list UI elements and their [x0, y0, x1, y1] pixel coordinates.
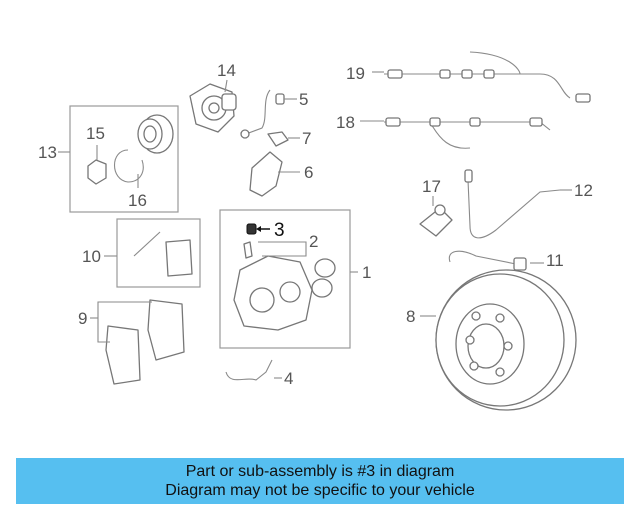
banner-line-1: Part or sub-assembly is #3 in diagram [185, 463, 455, 480]
banner-line-2: Diagram may not be specific to your vehi… [165, 482, 475, 499]
callout-8: 8 [406, 307, 415, 326]
brake-pad-hardware-group-box [116, 218, 201, 288]
callout-10: 10 [82, 247, 101, 266]
callout-12: 12 [574, 181, 593, 200]
hub-nut [87, 159, 107, 185]
clip [267, 131, 289, 147]
brake-pads [105, 299, 185, 385]
caliper [233, 255, 313, 331]
wheel-bearing-group-box [69, 105, 179, 213]
brake-line [225, 359, 273, 381]
bleeder-cap-part-3 [246, 223, 257, 235]
callout-17: 17 [422, 177, 441, 196]
callout-4: 4 [284, 369, 293, 388]
abs-sensor [419, 204, 453, 237]
brake-hose-bracket [240, 89, 285, 139]
brake-parts-diagram: 1 2 3 4 5 6 7 8 9 10 11 12 13 14 15 16 1… [38, 51, 593, 411]
wear-sensor-18 [384, 117, 551, 149]
caliper-bracket [249, 151, 283, 197]
piston-seals [311, 258, 336, 298]
callout-6: 6 [304, 163, 313, 182]
callout-5: 5 [299, 90, 308, 109]
wear-sensor-19 [384, 51, 591, 103]
abs-sensor-cable [448, 250, 517, 265]
callout-7: 7 [302, 129, 311, 148]
callout-16: 16 [128, 191, 147, 210]
callout-11: 11 [546, 251, 564, 270]
pad-spring [165, 239, 193, 277]
caliper-group-box [219, 209, 351, 349]
callout-2: 2 [309, 232, 318, 251]
wheel-bearing [137, 114, 174, 154]
callout-9: 9 [78, 309, 87, 328]
wheel-hub [189, 83, 237, 133]
bleeder-screw [243, 241, 253, 259]
callout-13: 13 [38, 143, 57, 162]
callout-19: 19 [346, 64, 365, 83]
snap-ring [114, 149, 144, 183]
brake-hose [467, 179, 561, 239]
callout-15: 15 [86, 124, 105, 143]
callout-1: 1 [362, 263, 371, 282]
callout-14: 14 [217, 61, 236, 80]
brake-rotor [435, 269, 577, 411]
callout-18: 18 [336, 113, 355, 132]
callout-3: 3 [274, 220, 285, 241]
part-info-banner: Part or sub-assembly is #3 in diagram Di… [16, 458, 624, 504]
